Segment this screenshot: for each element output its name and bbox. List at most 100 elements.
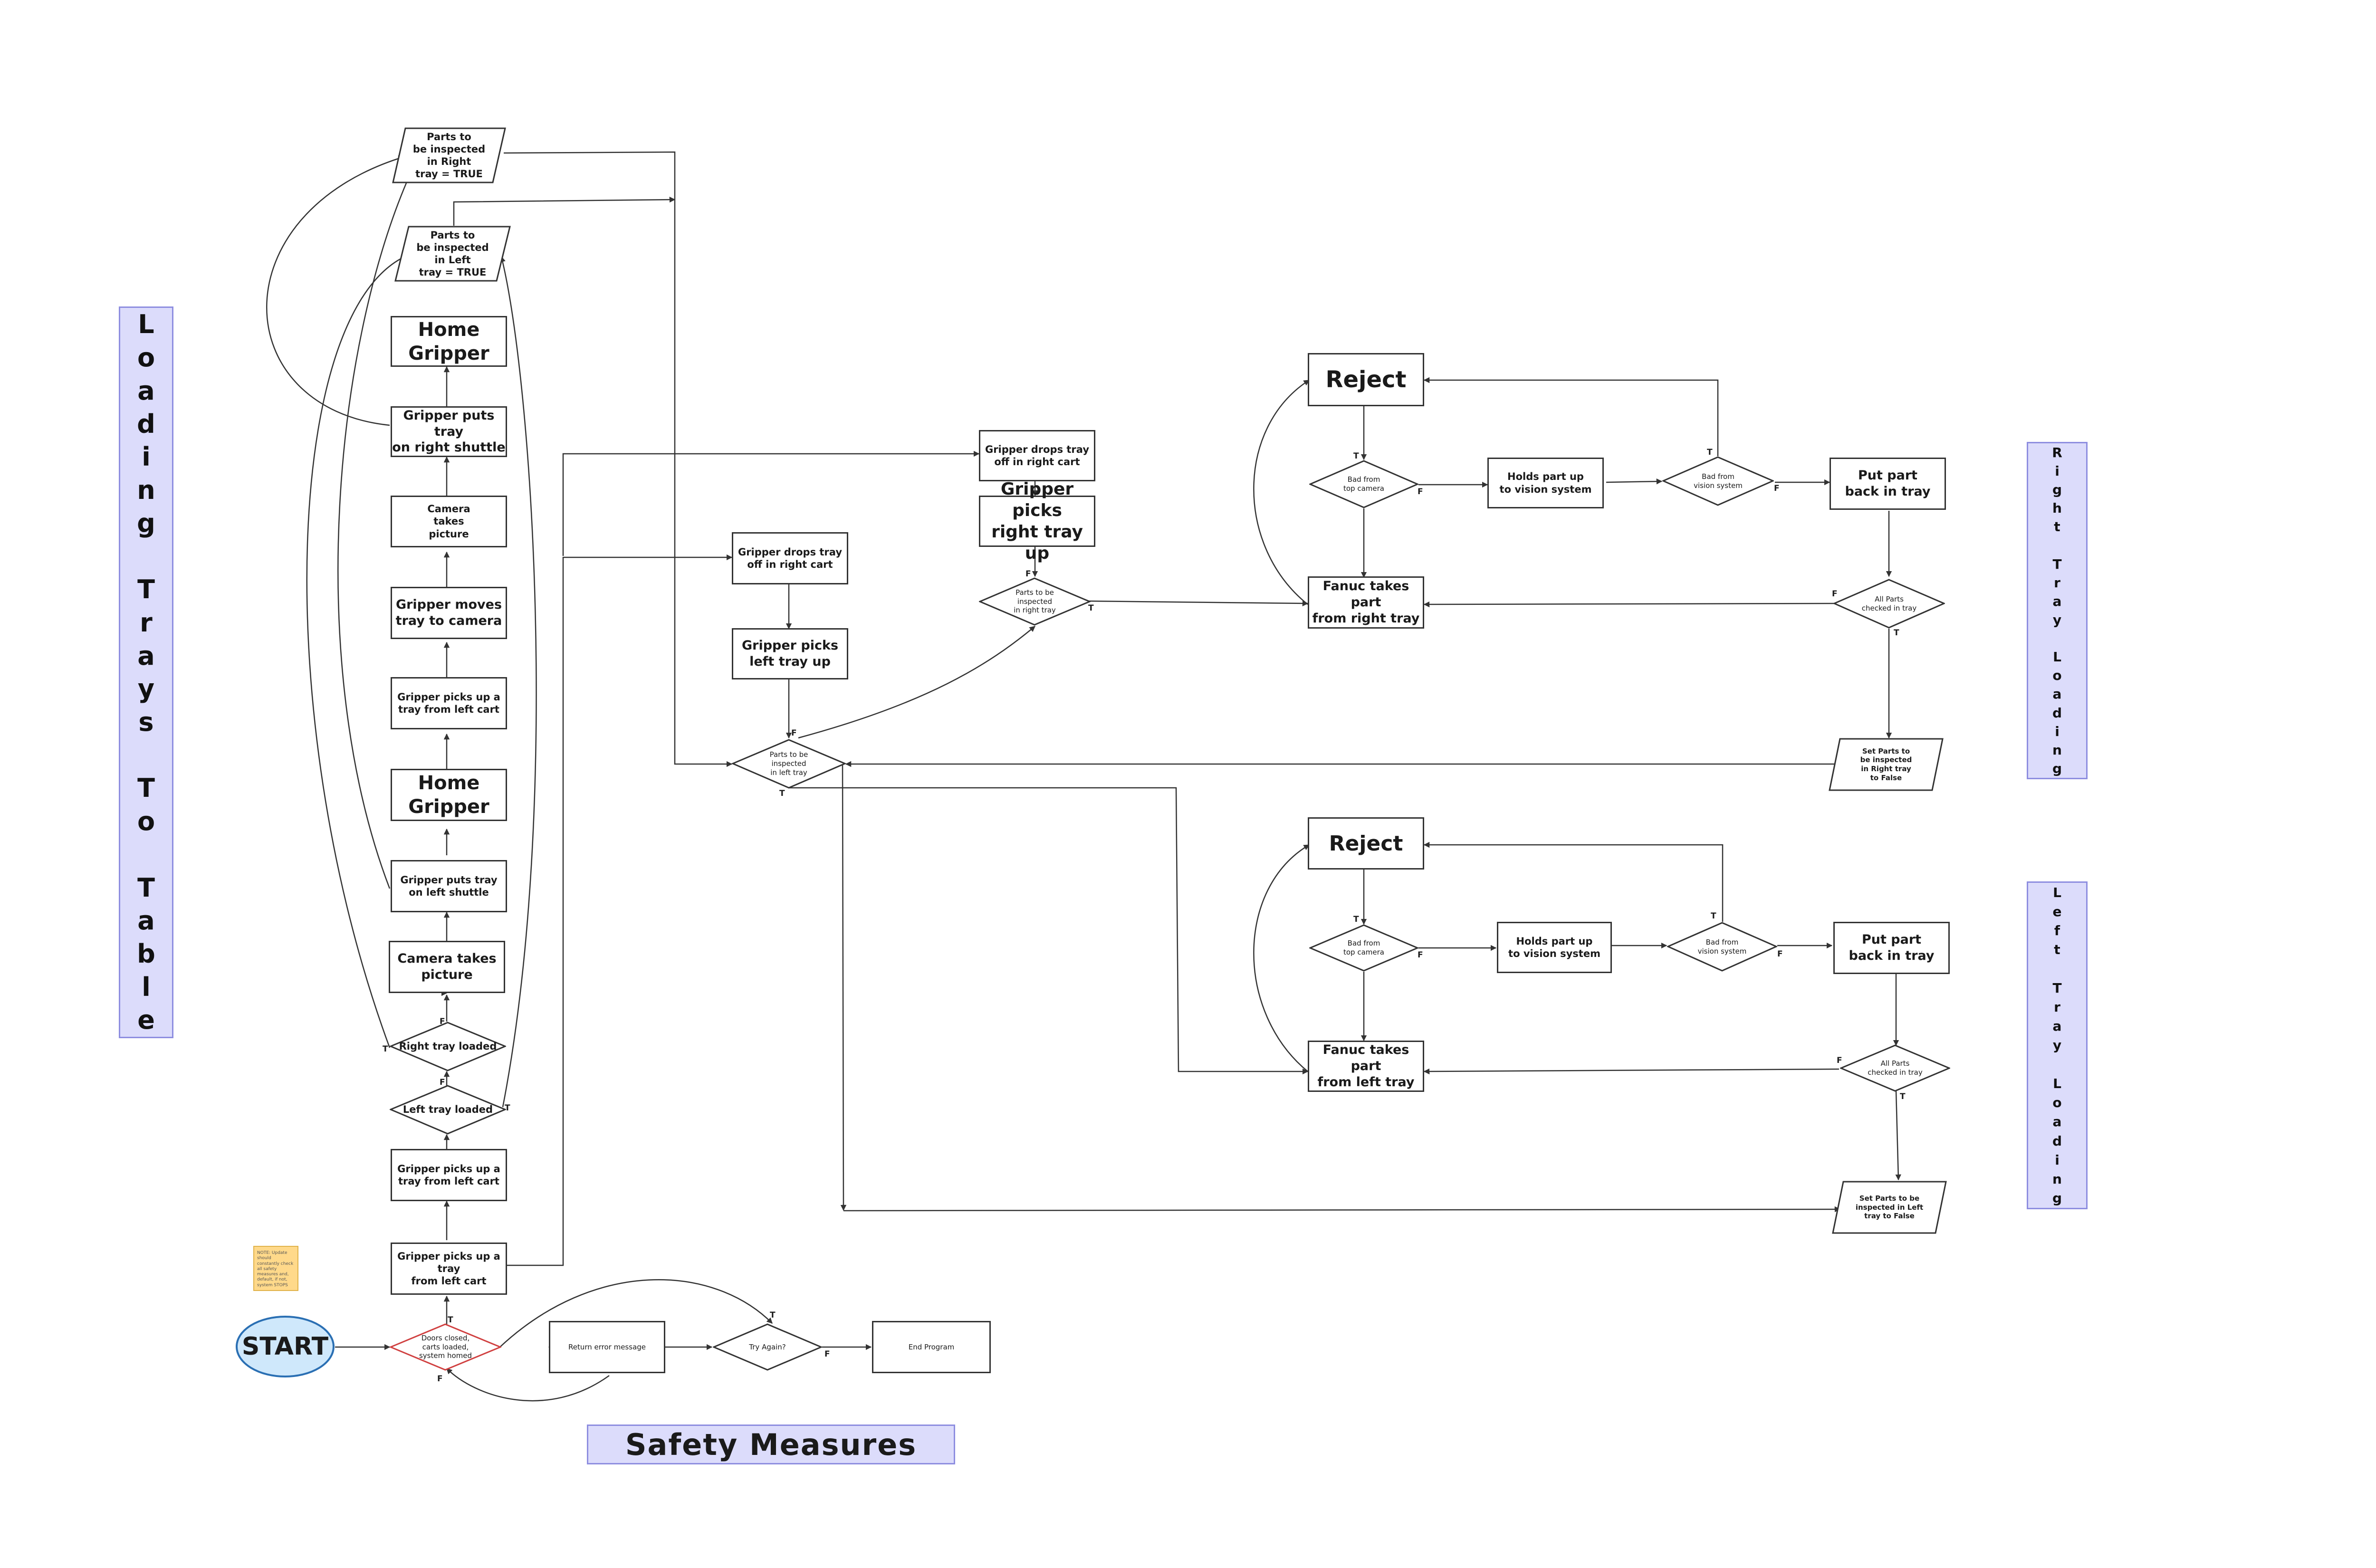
connector xyxy=(504,554,733,1266)
decision-bad-vision-2-label: Bad from vision system xyxy=(1697,937,1747,956)
decision-right-loaded-shape xyxy=(390,1022,506,1071)
band-letter: d xyxy=(137,409,155,439)
edge-label: F xyxy=(1777,949,1783,959)
edge-label: T xyxy=(383,1044,388,1054)
band-letter: T xyxy=(2052,556,2062,572)
node-drop-right-top: Gripper drops tray off in right cart xyxy=(979,430,1095,481)
band-letter: a xyxy=(137,375,155,406)
band-letter: T xyxy=(137,872,155,903)
band-letter: r xyxy=(2054,999,2060,1015)
band-letter: i xyxy=(2055,463,2060,479)
band-letter: h xyxy=(2052,500,2062,516)
connector xyxy=(1253,379,1310,605)
node-return-error: Return error message xyxy=(549,1321,665,1373)
io-set-right-false: Set Parts to be inspected in Right tray … xyxy=(1829,738,1944,791)
node-pick-left-3: Gripper picks up a tray from left cart xyxy=(391,1243,507,1295)
connector xyxy=(798,626,1035,739)
decision-doors-closed-shape xyxy=(390,1323,501,1371)
decision-try-again: Try Again? xyxy=(713,1323,822,1371)
band-letter: T xyxy=(137,574,155,605)
decision-doors-closed: Doors closed, carts loaded, system homed xyxy=(390,1323,501,1371)
edge-label: F xyxy=(824,1349,830,1359)
decision-bad-vision-2-shape xyxy=(1667,922,1777,972)
decision-bad-top-2-label: Bad from top camera xyxy=(1343,939,1384,956)
band-letter: o xyxy=(137,806,155,837)
start-terminal-shape xyxy=(236,1316,335,1377)
band-letter: L xyxy=(2053,1075,2061,1091)
edge-label: T xyxy=(505,1103,510,1113)
band-letter: g xyxy=(2052,760,2062,776)
band-letter: i xyxy=(142,442,151,472)
edge-label: T xyxy=(1353,451,1359,461)
band-letter xyxy=(142,840,151,870)
io-left-true-shape xyxy=(394,226,511,282)
sticky-note: NOTE: Update should constantly check all… xyxy=(253,1246,298,1291)
node-holds-2: Holds part up to vision system xyxy=(1497,922,1612,973)
decision-all-checked-2-shape xyxy=(1840,1044,1950,1092)
band-letter: l xyxy=(142,972,151,1002)
node-move-to-camera: Gripper moves tray to camera xyxy=(391,587,507,639)
node-pick-left-1: Gripper picks up a tray from left cart xyxy=(391,677,507,729)
edge-label: F xyxy=(791,728,797,738)
connector xyxy=(337,156,419,889)
band-letter: a xyxy=(137,906,155,936)
connector xyxy=(446,1368,610,1402)
band-letter: r xyxy=(140,607,153,638)
connector xyxy=(453,196,676,226)
band-letter: s xyxy=(138,707,154,737)
edge-label: T xyxy=(1353,915,1359,924)
io-set-right-false-shape xyxy=(1829,738,1944,791)
decision-bad-vision-1-shape xyxy=(1662,456,1774,506)
decision-bad-top-2: Bad from top camera xyxy=(1309,924,1418,972)
io-set-left-false-shape xyxy=(1832,1181,1947,1234)
band-letter: y xyxy=(2052,1037,2062,1053)
connector xyxy=(266,155,405,426)
band-letter: L xyxy=(138,309,154,340)
io-set-left-false: Set Parts to be inspected in Left tray t… xyxy=(1832,1181,1947,1234)
band-letter: d xyxy=(2052,705,2062,721)
band-letter xyxy=(2055,961,2060,977)
band-letter: d xyxy=(2052,1133,2062,1149)
decision-parts-left: Parts to be inspected in left tray xyxy=(732,739,846,789)
band-letter: R xyxy=(2052,445,2062,461)
node-camera-1: Camera takes picture xyxy=(391,496,507,547)
node-reject-1: Reject xyxy=(1308,353,1424,406)
band-letter: g xyxy=(137,508,155,538)
connector xyxy=(1606,478,1663,485)
band-letter: o xyxy=(2052,1095,2062,1111)
band-letter: T xyxy=(137,773,155,803)
start-terminal: START xyxy=(235,1315,335,1378)
decision-bad-vision-2: Bad from vision system xyxy=(1667,922,1777,972)
io-left-true: Parts to be inspected in Left tray = TRU… xyxy=(394,226,511,282)
edge-label: T xyxy=(448,1315,453,1325)
edge-label: F xyxy=(1418,950,1423,960)
node-put-right-shuttle: Gripper puts tray on right shuttle xyxy=(391,406,507,457)
band-letter: t xyxy=(2054,942,2060,958)
node-pick-left-2: Gripper picks up a tray from left cart xyxy=(391,1149,507,1201)
edge-label: T xyxy=(779,789,785,798)
decision-bad-top-2-shape xyxy=(1309,924,1418,972)
band-letter xyxy=(2055,1057,2060,1072)
io-right-true-label: Parts to be inspected in Right tray = TR… xyxy=(412,131,486,180)
band-letter: L xyxy=(2053,649,2061,665)
band-letter xyxy=(2055,631,2060,646)
edge-label: T xyxy=(1900,1092,1906,1101)
band-letter: L xyxy=(2053,884,2061,900)
decision-all-checked-1: All Parts checked in tray xyxy=(1833,579,1945,629)
connector xyxy=(789,787,1309,1075)
decision-left-loaded: Left tray loaded xyxy=(390,1085,506,1135)
start-label: START xyxy=(241,1332,329,1361)
band-letter: T xyxy=(2052,980,2062,996)
band-letter: a xyxy=(2052,593,2062,609)
node-putback-2: Put part back in tray xyxy=(1833,922,1950,974)
band-letter: t xyxy=(2054,519,2060,535)
connector xyxy=(503,151,733,767)
decision-bad-vision-1: Bad from vision system xyxy=(1662,456,1774,506)
band-letter: b xyxy=(137,939,155,969)
connector xyxy=(499,1279,773,1348)
